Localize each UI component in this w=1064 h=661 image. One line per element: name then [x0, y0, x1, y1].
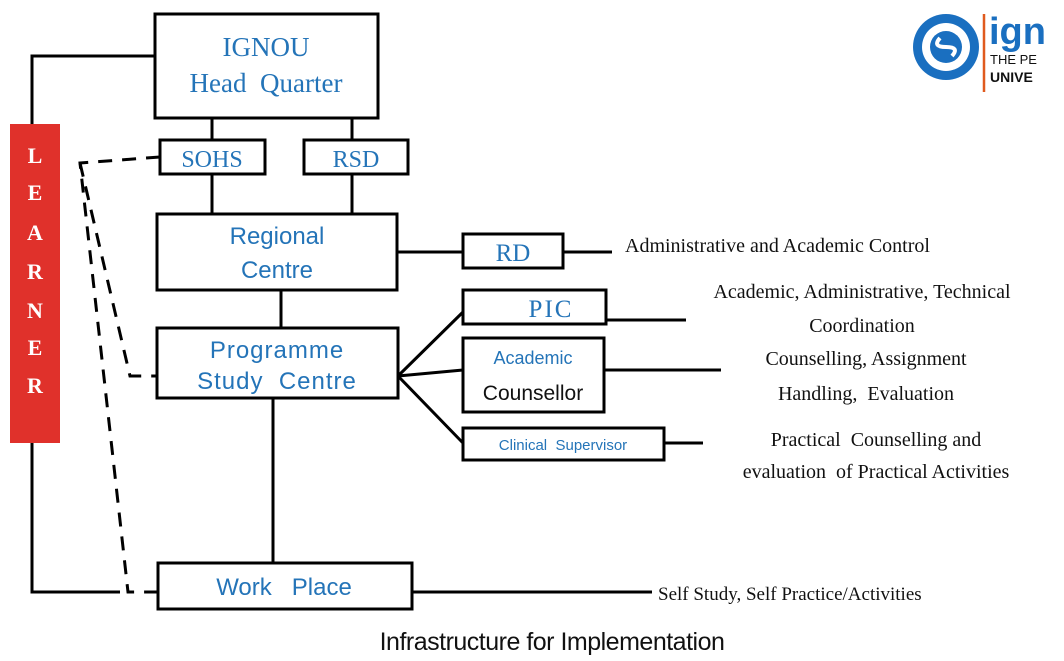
sohs-box: SOHS	[158, 138, 267, 176]
clinical-role-line2: evaluation of Practical Activities	[743, 461, 1010, 483]
learner-to-hq-connector	[30, 54, 155, 124]
pic-box: PIC	[461, 288, 608, 326]
connectors	[30, 54, 721, 594]
dashed-links	[78, 155, 161, 594]
academic-line2: Counsellor	[483, 382, 583, 405]
learner-letter-r2: R	[27, 373, 44, 398]
hq-line1: IGNOU	[223, 32, 310, 62]
role-descriptions: Administrative and Academic Control Acad…	[625, 235, 1011, 605]
workplace-role-text: Self Study, Self Practice/Activities	[658, 584, 922, 605]
psc-line2: Study Centre	[197, 368, 357, 395]
rd-box: RD	[461, 232, 565, 270]
learner-letter-e: E	[28, 180, 43, 205]
psc-pic-connector	[396, 310, 465, 378]
psc-line1: Programme	[210, 337, 344, 364]
pic-label: PIC	[529, 296, 574, 323]
rd-label: RD	[496, 240, 531, 267]
academic-role-line2: Handling, Evaluation	[778, 383, 954, 405]
clinical-role-line1: Practical Counselling and	[771, 429, 982, 451]
regional-centre-box: Regional Centre	[155, 212, 399, 292]
psc-clinical-connector	[396, 374, 465, 445]
academic-counsellor-box: Academic Counsellor	[461, 336, 606, 414]
workplace-label: Work Place	[216, 574, 352, 601]
psc-academic-connector	[397, 368, 464, 378]
learner-bar-background	[10, 124, 60, 443]
hq-box: IGNOU Head Quarter	[153, 12, 380, 120]
rsd-box: RSD	[302, 138, 410, 176]
pic-role-line2: Coordination	[809, 315, 915, 337]
academic-line1: Academic	[493, 348, 572, 368]
clinical-label: Clinical Supervisor	[499, 437, 627, 454]
learner-letter-l: L	[28, 143, 43, 168]
programme-study-centre-box: Programme Study Centre	[155, 326, 400, 400]
academic-role-line1: Counselling, Assignment	[765, 348, 967, 370]
pic-role-line1: Academic, Administrative, Technical	[713, 281, 1010, 303]
logo-line1: THE PE	[990, 52, 1037, 67]
logo-brand: ign	[989, 11, 1046, 53]
rsd-label: RSD	[333, 147, 380, 173]
logo-emblem-swirl	[935, 36, 957, 58]
learner-letter-n: N	[27, 298, 43, 323]
rd-role-text: Administrative and Academic Control	[625, 235, 930, 257]
regional-line2: Centre	[241, 257, 313, 284]
work-place-box: Work Place	[156, 561, 414, 611]
dashed-link-sohs-workplace	[78, 155, 161, 594]
learner-letter-r: R	[27, 259, 44, 284]
regional-line1: Regional	[230, 223, 325, 250]
logo-line2: UNIVE	[990, 69, 1033, 85]
dashed-link-psc	[78, 162, 160, 378]
sohs-label: SOHS	[181, 147, 242, 173]
hq-line2: Head Quarter	[190, 68, 343, 98]
clinical-supervisor-box: Clinical Supervisor	[461, 426, 666, 462]
diagram-caption: Infrastructure for Implementation	[380, 628, 725, 656]
ignou-logo: ign THE PE UNIVE	[913, 11, 1046, 92]
learner-to-workplace-connector	[30, 443, 120, 594]
learner-letter-a: A	[27, 220, 43, 245]
learner-bar: L E A R N E R	[10, 124, 60, 443]
learner-letter-e2: E	[28, 335, 43, 360]
